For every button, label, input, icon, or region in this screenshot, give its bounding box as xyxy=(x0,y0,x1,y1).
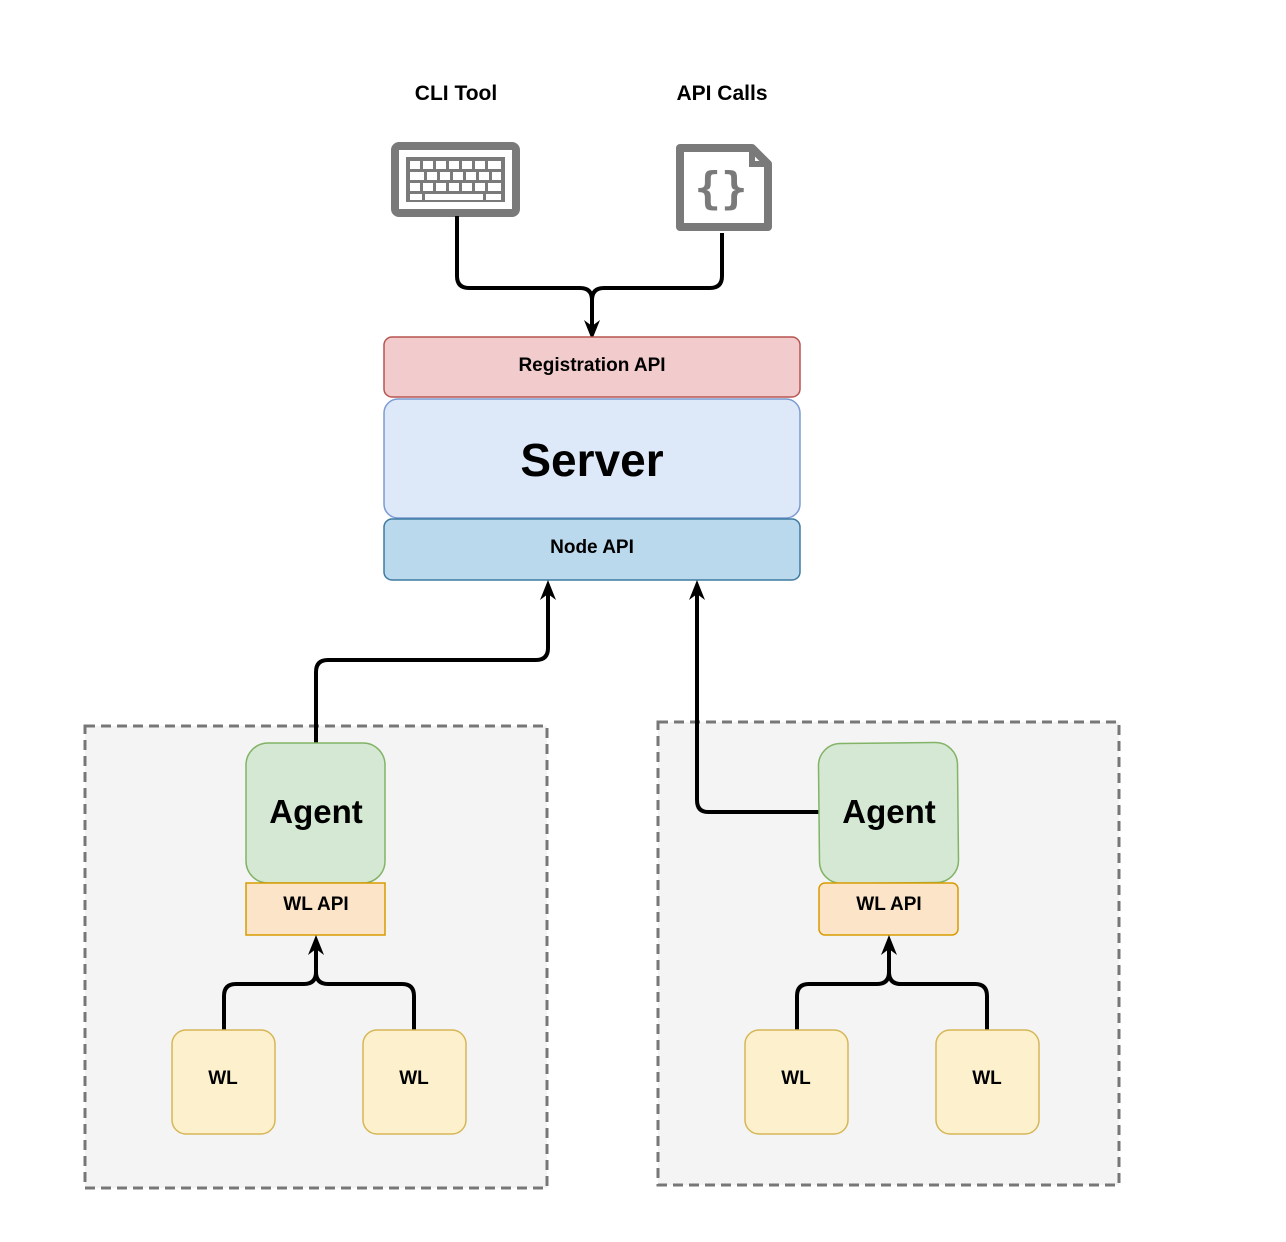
server-box xyxy=(383,398,801,519)
node-api-label: Node API xyxy=(550,537,634,558)
left-agent-to-node-api-connector xyxy=(314,580,556,743)
api-to-registration-connector xyxy=(590,233,724,301)
node-api-box xyxy=(383,518,801,581)
workload-box-left-1 xyxy=(171,1029,276,1135)
wl-api-label-left: WL API xyxy=(283,894,348,915)
left-wl2-connector xyxy=(314,971,416,1030)
api-calls-label: API Calls xyxy=(676,82,767,105)
wl-api-box-left xyxy=(245,882,386,936)
workload-label-right-2: WL xyxy=(972,1068,1002,1089)
json-file-icon: {} xyxy=(676,144,772,231)
agent-label-left: Agent xyxy=(269,793,363,830)
registration-api-box xyxy=(383,336,801,398)
cli-tool-label: CLI Tool xyxy=(415,82,497,105)
workload-label-right-1: WL xyxy=(781,1068,811,1089)
agent-label-right: Agent xyxy=(842,793,936,830)
right-agent-to-node-api-connector xyxy=(689,580,819,814)
server-title: Server xyxy=(520,434,663,486)
workload-box-right-2 xyxy=(935,1029,1040,1135)
workload-label-left-1: WL xyxy=(208,1068,238,1089)
registration-api-label: Registration API xyxy=(518,355,665,376)
workload-box-left-2 xyxy=(362,1029,467,1135)
right-wl2-connector xyxy=(887,971,989,1030)
svg-text:{}: {} xyxy=(695,163,748,214)
workload-label-left-2: WL xyxy=(399,1068,429,1089)
keyboard-icon xyxy=(391,142,520,217)
workload-box-right-1 xyxy=(744,1029,849,1135)
cli-to-registration-connector xyxy=(455,216,600,340)
wl-api-label-right: WL API xyxy=(856,894,921,915)
